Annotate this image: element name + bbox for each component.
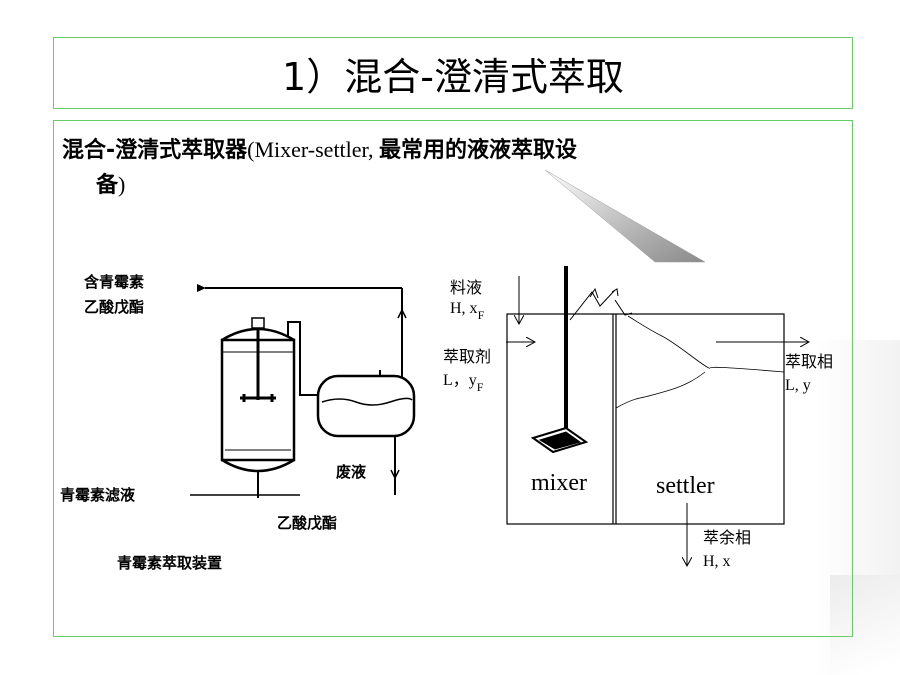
left-caption: 青霉素萃取装置 xyxy=(117,554,222,572)
subtitle: 混合-澄清式萃取器(Mixer-settler, 最常用的液液萃取设 备) xyxy=(62,133,802,203)
label-mixer: mixer xyxy=(531,470,587,496)
label-solvent-comp: L，yF xyxy=(443,372,484,394)
label-feed: 青霉素滤液 xyxy=(60,486,136,504)
label-settler: settler xyxy=(656,473,715,499)
label-solvent-left: 乙酸戊酯 xyxy=(277,514,337,532)
subtitle-text-end: ) xyxy=(118,172,126,197)
subtitle-text-cn-2: 最常用的液液萃取设 xyxy=(379,138,578,163)
label-out-top-1: 含青霉素 xyxy=(84,273,144,291)
mixer-settler-box xyxy=(506,313,785,525)
subtitle-text-latin: (Mixer-settler, xyxy=(247,137,379,162)
right-diagram xyxy=(506,266,808,565)
slide-title: 1）混合-澄清式萃取 xyxy=(282,54,624,99)
label-out-top-2: 乙酸戊酯 xyxy=(84,298,144,316)
label-solvent-right: 萃取剂 xyxy=(443,348,491,366)
left-diagram xyxy=(190,284,416,498)
label-raffinate-comp: H, x xyxy=(703,553,731,570)
label-feed-comp: H, xF xyxy=(450,300,485,322)
solvent-comp-main: L，y xyxy=(443,372,477,389)
feed-comp-sub: F xyxy=(478,308,485,322)
background-shade-corner xyxy=(830,575,900,675)
label-raffinate: 萃余相 xyxy=(703,528,751,547)
right-diagram-labels: 料液 H, xF 萃取剂 L，yF 萃取相 L, y 萃余相 H, x mixe… xyxy=(443,279,833,570)
subtitle-line-1: 混合-澄清式萃取器(Mixer-settler, 最常用的液液萃取设 xyxy=(62,133,802,168)
subtitle-text-cn-1: 混合-澄清式萃取器 xyxy=(62,138,248,163)
label-feed-right: 料液 xyxy=(450,279,482,297)
slide-title-box: 1）混合-澄清式萃取 xyxy=(53,37,853,109)
label-waste: 废液 xyxy=(336,463,367,481)
separator-tank xyxy=(316,374,416,438)
solvent-comp-sub: F xyxy=(477,380,484,394)
feed-comp-main: H, x xyxy=(450,300,478,317)
left-diagram-labels: 含青霉素 乙酸戊酯 青霉素滤液 废液 乙酸戊酯 青霉素萃取装置 xyxy=(60,273,367,572)
label-extract-comp: L, y xyxy=(785,377,811,394)
subtitle-text-cn-3: 备 xyxy=(96,173,119,198)
label-extract: 萃取相 xyxy=(785,353,833,371)
callout-pointer xyxy=(544,169,706,263)
subtitle-line-2: 备) xyxy=(62,168,802,203)
content-box xyxy=(53,120,853,637)
